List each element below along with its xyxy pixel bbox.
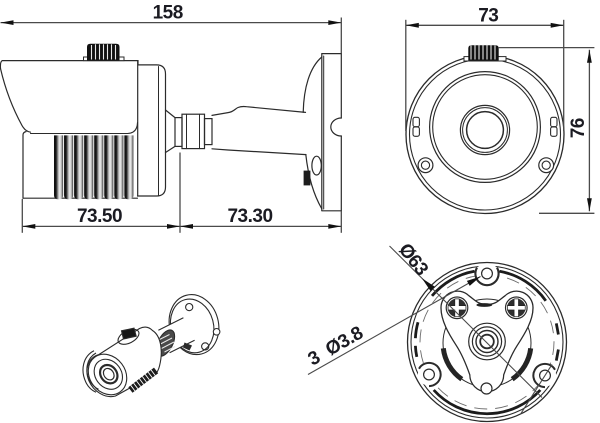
svg-text:76: 76 <box>568 118 589 138</box>
svg-text:158: 158 <box>153 3 183 24</box>
svg-text:73.50: 73.50 <box>77 206 122 227</box>
svg-text:73: 73 <box>478 5 498 26</box>
svg-text:73.30: 73.30 <box>227 206 272 227</box>
